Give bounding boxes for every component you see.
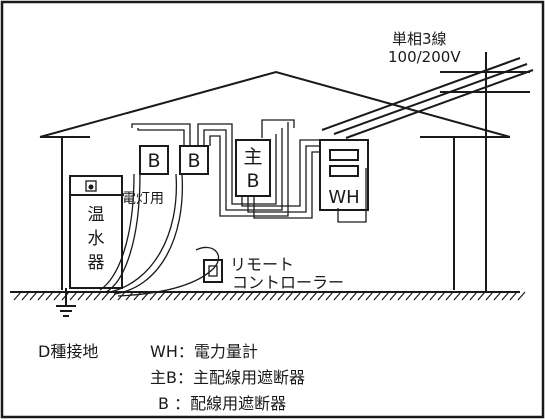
ground-hatch-mark [469,291,478,301]
legend-b: B ：配線用遮断器 [158,394,286,413]
ground-hatch-mark [421,291,430,301]
meter-label: WH [328,187,359,208]
main-breaker-bottom-label: B [246,170,259,192]
ground-hatch-mark [413,291,422,301]
ground-hatch-mark [461,291,470,301]
breaker-right: B [179,145,209,175]
ground-hatch-mark [477,291,486,301]
remote-controller: リモート コントローラー [203,255,344,292]
ground-hatch-mark [181,291,190,301]
ground-hatch-mark [197,291,206,301]
ground-hatch-mark [157,291,166,301]
ground-hatch-mark [213,291,222,301]
ground-hatch-mark [373,291,382,301]
ground-hatch-mark [53,291,62,301]
ground-hatch-mark [493,291,502,301]
main-breaker: 主 B [235,139,271,197]
ground-hatch-mark [189,291,198,301]
ground-hatch-mark [317,291,326,301]
cable-bundles [131,119,367,223]
supply-label-2: 100/200V [388,48,461,66]
ground-hatch-mark [429,291,438,301]
ground-hatch-mark [37,291,46,301]
ground-hatch-mark [125,291,134,301]
lighting-label: 電灯用 [122,191,164,207]
breaker-left: B [139,145,169,175]
ground-hatch-mark [357,291,366,301]
breaker-left-label: B [147,150,160,172]
utility-pole [440,52,530,292]
ground-hatch-mark [261,291,270,301]
heater-char-3: 器 [88,253,105,273]
ground-hatch-mark [509,291,518,301]
ground-rod [56,288,76,317]
ground-hatch-mark [101,291,110,301]
ground-hatch-mark [69,291,78,301]
ground-hatch-mark [365,291,374,301]
ground-hatch-mark [149,291,158,301]
ground-hatch-mark [229,291,238,301]
ground-hatch-mark [165,291,174,301]
ground-hatch-mark [309,291,318,301]
ground-hatch-mark [29,291,38,301]
ground-hatch-mark [269,291,278,301]
ground-hatch-mark [45,291,54,301]
service-drop-lines [321,57,534,139]
water-heater: 温 水 器 [69,175,123,289]
ground-hatch-mark [389,291,398,301]
heater-cables [99,173,220,297]
house-outline [39,70,511,290]
ground-hatch-mark [501,291,510,301]
breaker-right-label: B [187,150,200,172]
ground-hatch-mark [301,291,310,301]
ground-hatch-mark [437,291,446,301]
ground-hatch-mark [325,291,334,301]
ground-hatch-mark [245,291,254,301]
ground-hatch-mark [173,291,182,301]
ground-hatch-mark [293,291,302,301]
legend-main-b: 主B：主配線用遮断器 [150,368,305,387]
legend-wh: WH：電力量計 [150,342,258,361]
remote-label-1: リモート [230,255,294,274]
remote-label-2: コントローラー [232,273,344,292]
ground-hatch-mark [85,291,94,301]
ground-hatch-mark [445,291,454,301]
ground-hatch-mark [13,291,22,301]
main-breaker-top-label: 主 [243,146,262,168]
ground-hatch-mark [485,291,494,301]
ground-hatch-mark [341,291,350,301]
ground-hatch-mark [21,291,30,301]
ground-hatch-mark [133,291,142,301]
ground-hatch-mark [333,291,342,301]
ground-hatch-mark [277,291,286,301]
heater-char-2: 水 [88,229,105,249]
ground-hatch-mark [205,291,214,301]
ground-hatch-mark [517,291,526,301]
ground-hatch-mark [397,291,406,301]
ground-hatch-mark [93,291,102,301]
ground-hatch-mark [237,291,246,301]
ground-hatch-mark [405,291,414,301]
ground-hatch-mark [285,291,294,301]
supply-label-1: 単相3線 [392,30,447,48]
ground-hatch-mark [77,291,86,301]
heater-char-1: 温 [88,205,105,225]
ground-hatch-mark [253,291,262,301]
ground-hatch-mark [221,291,230,301]
legend-ground: D種接地 [38,342,98,361]
ground-hatch-mark [381,291,390,301]
ground-hatch-mark [349,291,358,301]
ground-hatch-mark [453,291,462,301]
watt-hour-meter: WH [319,139,369,211]
